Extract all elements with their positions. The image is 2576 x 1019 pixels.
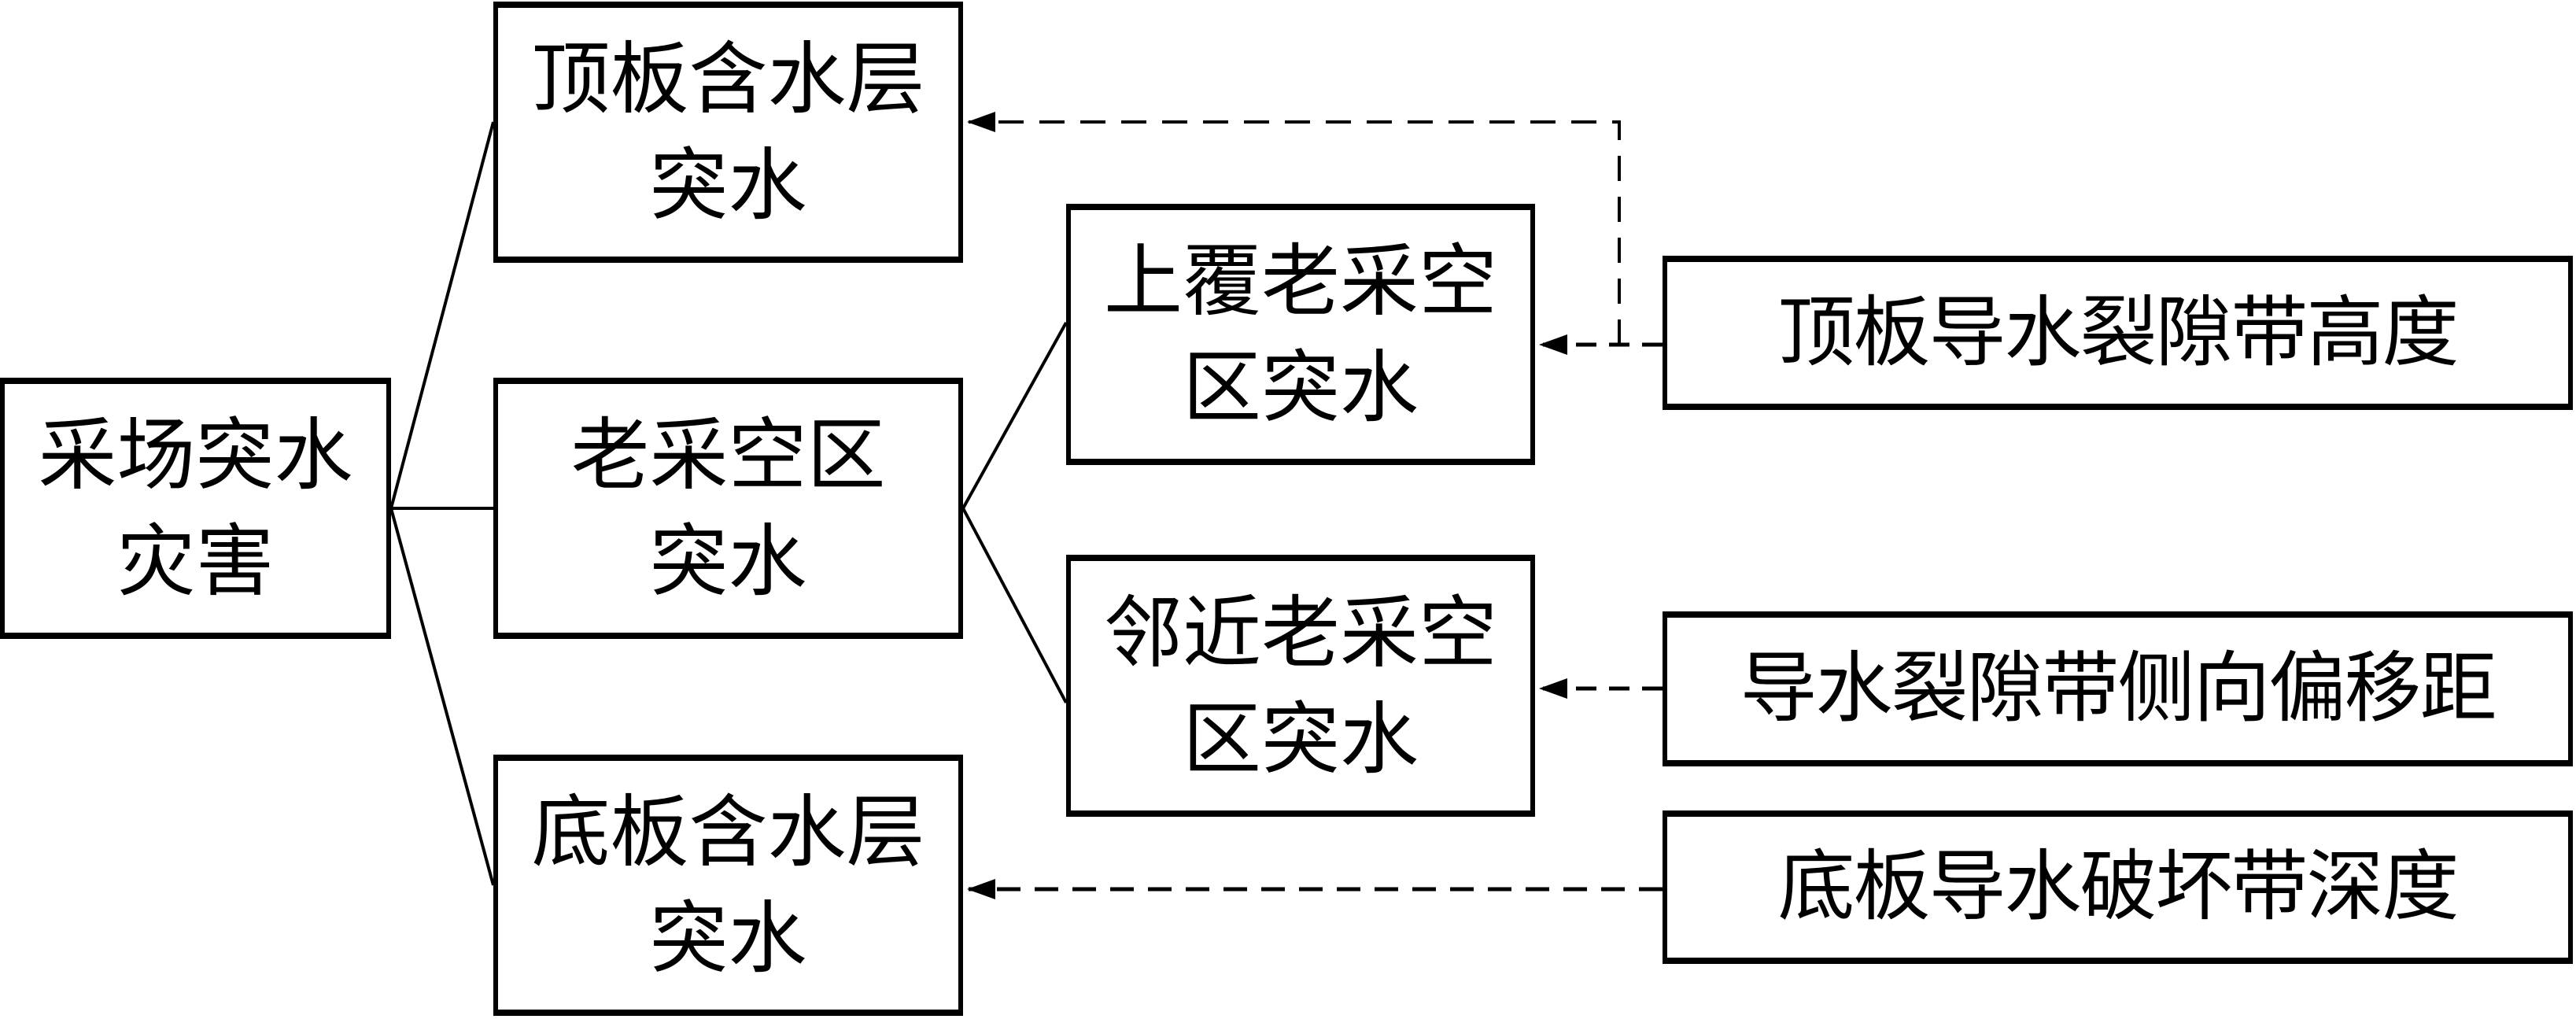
node-overlying-goaf-line2: 区突水 (1183, 342, 1419, 434)
factor-fracture-lateral-offset: 导水裂隙带侧向偏移距 (1663, 611, 2573, 766)
node-root-line1: 采场突水 (38, 409, 353, 501)
edge-fracture-height-to-roof-aquifer (967, 112, 1621, 345)
node-adjacent-goaf: 邻近老采空 区突水 (1066, 555, 1535, 817)
node-floor-aquifer: 底板含水层 突水 (493, 755, 963, 1016)
node-root: 采场突水 灾害 (0, 378, 391, 639)
node-adjacent-goaf-line1: 邻近老采空 (1104, 586, 1497, 679)
factor-fracture-lateral-offset-label: 导水裂隙带侧向偏移距 (1740, 644, 2497, 734)
node-goaf-line2: 突水 (649, 515, 807, 607)
edge-root-roof-aquifer (389, 121, 495, 509)
node-overlying-goaf: 上覆老采空 区突水 (1066, 204, 1535, 465)
node-floor-aquifer-line2: 突水 (649, 892, 807, 984)
node-floor-aquifer-line1: 底板含水层 (531, 786, 925, 878)
edge-goaf-adjacent (961, 508, 1068, 703)
node-roof-aquifer-line1: 顶板含水层 (531, 33, 925, 125)
edge-goaf-overlying (961, 322, 1068, 509)
node-roof-aquifer: 顶板含水层 突水 (493, 2, 963, 263)
node-goaf-line1: 老采空区 (570, 409, 886, 501)
node-goaf: 老采空区 突水 (493, 378, 963, 639)
node-adjacent-goaf-line2: 区突水 (1183, 692, 1419, 785)
edge-root-floor-aquifer (389, 508, 495, 886)
factor-roof-fracture-height: 顶板导水裂隙带高度 (1663, 256, 2573, 410)
factor-floor-failure-depth: 底板导水破坏带深度 (1663, 810, 2573, 964)
factor-floor-failure-depth-label: 底板导水破坏带深度 (1777, 842, 2459, 932)
node-roof-aquifer-line2: 突水 (649, 139, 807, 231)
node-overlying-goaf-line1: 上覆老采空 (1104, 235, 1497, 327)
node-root-line2: 灾害 (116, 515, 275, 607)
factor-roof-fracture-height-label: 顶板导水裂隙带高度 (1777, 287, 2459, 378)
